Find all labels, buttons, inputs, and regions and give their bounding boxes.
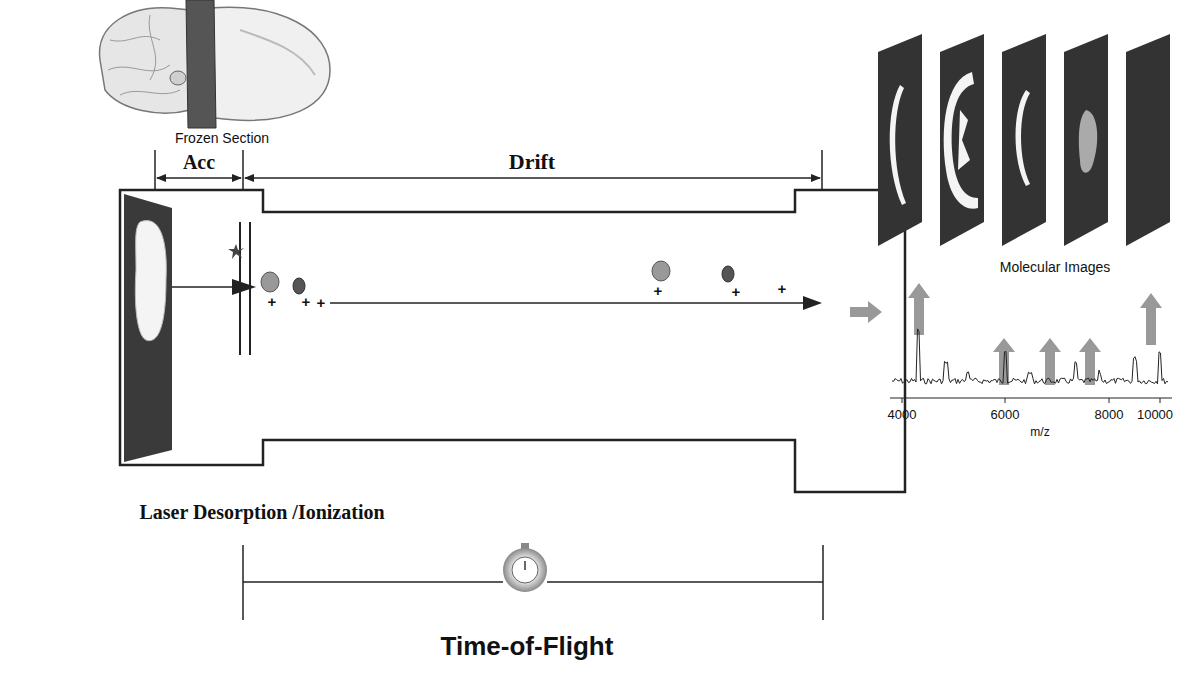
laser-and-grids [172,222,256,355]
panel-label: Molecular Images [1000,260,1111,275]
axis-tick: 6000 [991,408,1020,422]
axis-tick: 4000 [888,408,917,422]
molecular-image-panels [878,34,1170,246]
tissue-section [135,221,166,341]
charge-sign: + [778,281,787,298]
brain-illustration [100,0,330,128]
section-label: Frozen Section [175,131,269,146]
output-arrow [850,301,882,323]
axis-tick: 8000 [1095,408,1124,422]
dimension-label: Acc [183,151,215,173]
stopwatch-icon [503,543,547,592]
axis-tick: 10000 [1137,408,1173,422]
dimension-label: Drift [509,150,555,174]
dimension-lines [155,150,822,192]
mass-spectrum-trace [892,329,1168,384]
flight-tube [120,190,905,492]
spectrum-axes [890,398,1172,403]
section-title: Time-of-Flight [441,632,614,661]
up-arrows [908,283,1162,385]
charge-sign: + [268,294,277,311]
process-label: Laser Desorption /Ionization [139,501,384,523]
charge-sign: + [302,294,311,311]
ions [261,261,822,310]
charge-sign: + [732,284,741,301]
charge-sign: + [654,283,663,300]
tof-bar [243,545,823,620]
axis-title: m/z [1030,426,1049,439]
charge-sign: + [317,295,326,312]
sample-plate [124,194,172,462]
